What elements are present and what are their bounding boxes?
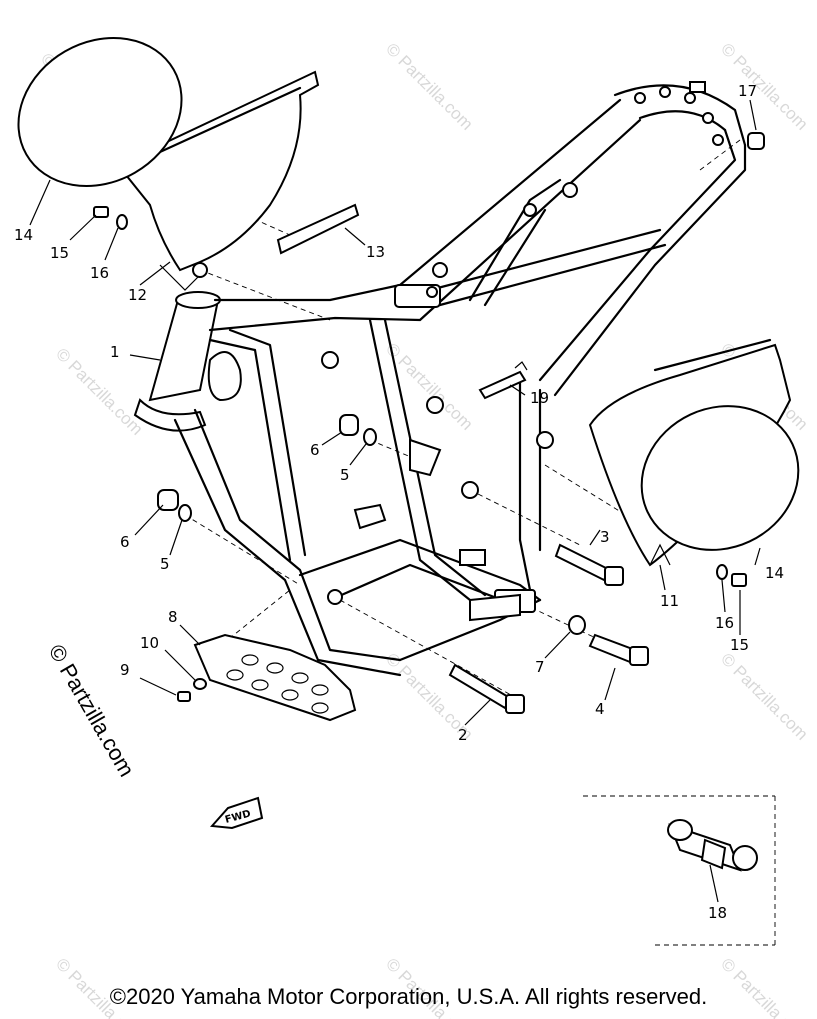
callout-12: 12: [128, 286, 147, 304]
callout-16-left: 16: [90, 264, 109, 282]
cap-17: [747, 132, 765, 150]
bolt-3: [554, 543, 624, 586]
callout-15-left: 15: [50, 244, 69, 262]
callout-9: 9: [120, 661, 130, 679]
callout-8: 8: [168, 608, 178, 626]
callout-3: 3: [600, 528, 610, 546]
callout-4: 4: [595, 700, 605, 718]
skid-plate-8: [193, 633, 357, 722]
callout-7: 7: [535, 658, 545, 676]
bolt-15-left: [93, 206, 128, 230]
bolt-9-washer-10: [139, 649, 207, 702]
inset-18: [583, 795, 776, 946]
callout-19: 19: [530, 389, 549, 407]
callout-1: 1: [110, 343, 120, 361]
bolt-2: [448, 663, 525, 714]
bolt-15-right: [716, 564, 747, 587]
damper-6-upper: [339, 414, 377, 446]
damper-6-lower: [157, 489, 192, 522]
watermark: © Partzilla.com: [382, 39, 476, 133]
right-number-plate: [640, 405, 800, 551]
callout-5-upper: 5: [340, 466, 350, 484]
watermark: © Partzilla.com: [717, 649, 811, 743]
left-number-plate: [17, 36, 183, 188]
callout-17: 17: [738, 82, 757, 100]
callout-13: 13: [366, 243, 385, 261]
watermark: © Partzilla.com: [717, 39, 811, 133]
callout-15-right: 15: [730, 636, 749, 654]
callout-10: 10: [140, 634, 159, 652]
callout-labels: 1 2 3 4 5 5 6 6 7 8 9 10 11 12 13 14 14 …: [14, 82, 784, 922]
bracket-19: [478, 361, 528, 400]
watermark: © Partzilla.com: [52, 344, 146, 438]
callout-16-right: 16: [715, 614, 734, 632]
callout-6-upper: 6: [310, 441, 320, 459]
callout-14-left: 14: [14, 226, 33, 244]
callout-14-right: 14: [765, 564, 784, 582]
copyright-notice: ©2020 Yamaha Motor Corporation, U.S.A. A…: [109, 984, 708, 1009]
washer-7: [568, 615, 586, 635]
decal-13: [276, 203, 360, 255]
callout-11: 11: [660, 592, 679, 610]
watermark: © Partzilla.com: [382, 339, 476, 433]
bolt-4: [588, 633, 649, 666]
callout-5-lower: 5: [160, 555, 170, 573]
callout-6-lower: 6: [120, 533, 130, 551]
fwd-indicator: FWD: [209, 796, 264, 830]
callout-leaders: [29, 99, 761, 903]
main-frame: [133, 81, 747, 677]
callout-18: 18: [708, 904, 727, 922]
callout-2: 2: [458, 726, 468, 744]
